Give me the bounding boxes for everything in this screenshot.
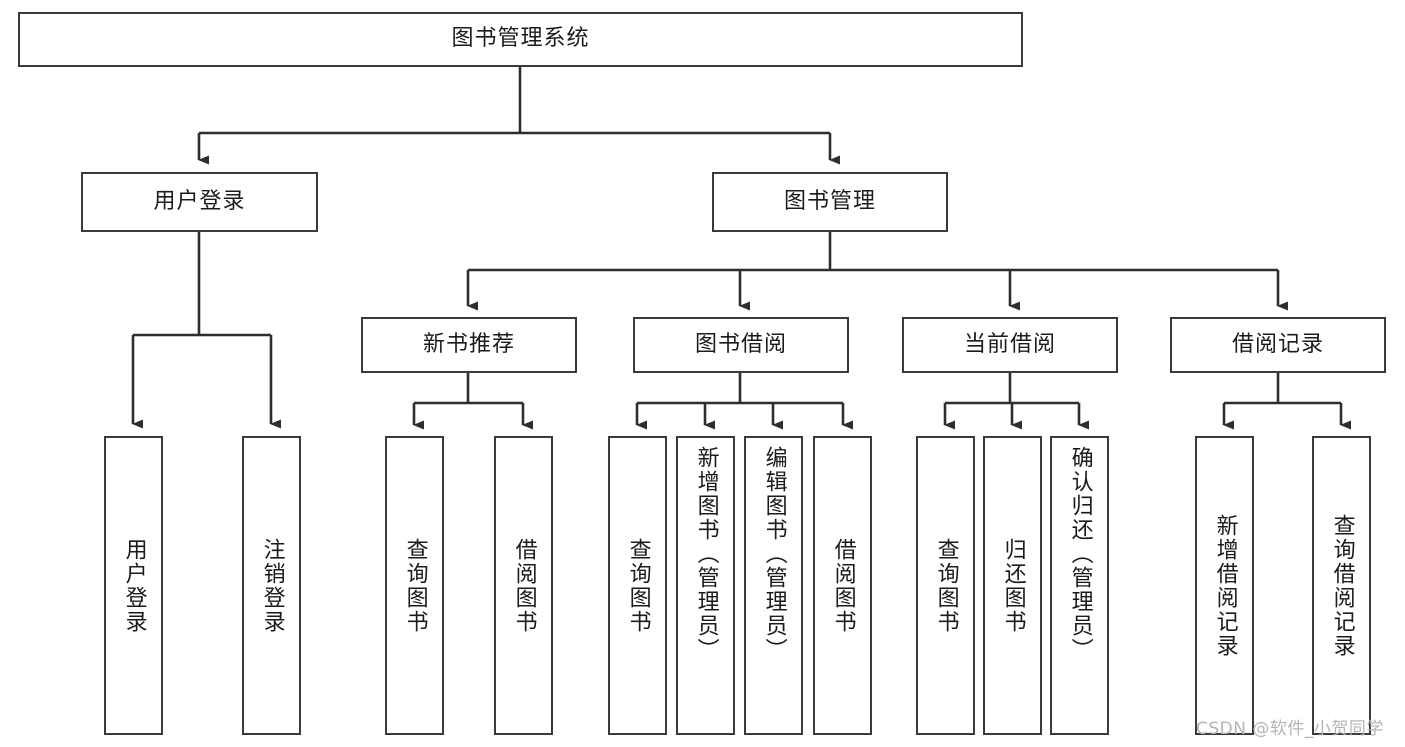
node-new-book-rec-label: 新书推荐 [422,331,515,357]
node-root[interactable]: 图书管理系统 [18,12,1023,67]
node-book-borrow-label: 图书借阅 [694,331,787,357]
leaf-add-record[interactable]: 新增借阅记录 [1195,436,1254,735]
node-book-borrow[interactable]: 图书借阅 [633,317,849,373]
leaf-query-book-rec-label: 查询图书 [402,537,428,634]
leaf-query-book-borrow[interactable]: 查询图书 [608,436,667,735]
leaf-add-record-label: 新增借阅记录 [1212,513,1238,658]
leaf-edit-book[interactable]: 编辑图书（管理员） [744,436,803,735]
node-current-borrow[interactable]: 当前借阅 [902,317,1118,373]
leaf-query-record[interactable]: 查询借阅记录 [1312,436,1371,735]
leaf-logout[interactable]: 注销登录 [242,436,301,735]
node-borrow-record-label: 借阅记录 [1231,331,1324,357]
leaf-user-login-label: 用户登录 [121,537,147,634]
leaf-add-book-label: 新增图书（管理员） [693,446,719,662]
node-user-login[interactable]: 用户登录 [81,172,318,232]
leaf-return-book[interactable]: 归还图书 [983,436,1042,735]
leaf-query-record-label: 查询借阅记录 [1329,513,1355,658]
leaf-query-book-cur-label: 查询图书 [933,537,959,634]
node-book-manage[interactable]: 图书管理 [712,172,948,232]
leaf-borrow-book-rec[interactable]: 借阅图书 [494,436,553,735]
leaf-confirm-return[interactable]: 确认归还（管理员） [1050,436,1109,735]
leaf-borrow-book-label: 借阅图书 [830,537,856,634]
leaf-logout-label: 注销登录 [259,537,285,634]
node-current-borrow-label: 当前借阅 [963,331,1056,357]
watermark: CSDN @软件_小贺同学 [1196,719,1384,739]
leaf-return-book-label: 归还图书 [1000,537,1026,634]
node-borrow-record[interactable]: 借阅记录 [1170,317,1386,373]
node-root-label: 图书管理系统 [451,26,590,52]
leaf-confirm-return-label: 确认归还（管理员） [1067,446,1093,662]
leaf-query-book-cur[interactable]: 查询图书 [916,436,975,735]
leaf-query-book-borrow-label: 查询图书 [625,537,651,634]
leaf-query-book-rec[interactable]: 查询图书 [385,436,444,735]
node-user-login-label: 用户登录 [153,188,246,214]
leaf-borrow-book-rec-label: 借阅图书 [511,537,537,634]
node-book-manage-label: 图书管理 [783,188,876,214]
leaf-add-book[interactable]: 新增图书（管理员） [676,436,735,735]
leaf-edit-book-label: 编辑图书（管理员） [761,446,787,662]
leaf-borrow-book[interactable]: 借阅图书 [813,436,872,735]
node-new-book-rec[interactable]: 新书推荐 [361,317,577,373]
leaf-user-login[interactable]: 用户登录 [104,436,163,735]
